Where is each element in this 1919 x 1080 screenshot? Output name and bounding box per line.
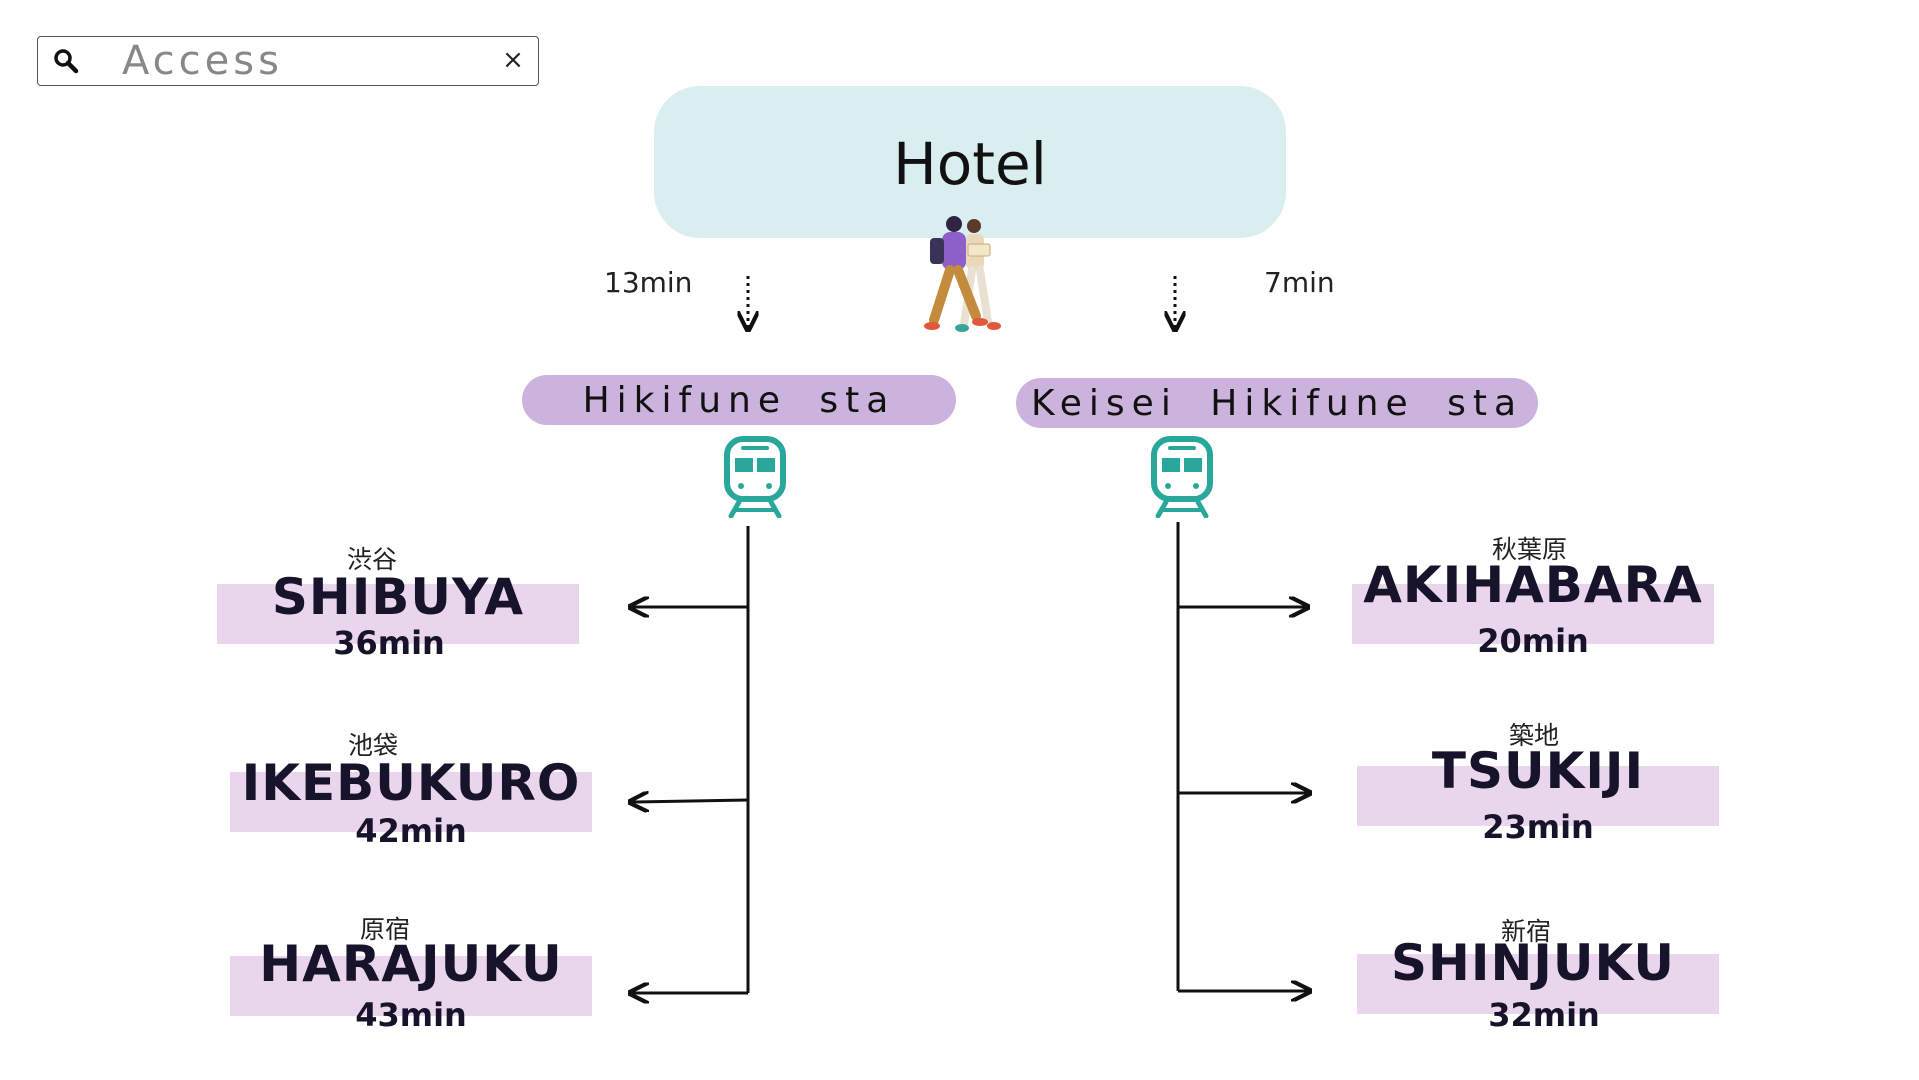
destination-name: TSUKIJI bbox=[1431, 742, 1645, 800]
train-icon bbox=[1151, 436, 1213, 518]
destination-kanji: 池袋 bbox=[348, 731, 399, 760]
destination-bar bbox=[1357, 954, 1719, 1014]
destination-name: AKIHABARA bbox=[1363, 556, 1703, 614]
hotel-label: Hotel bbox=[893, 130, 1047, 198]
arrow-to-ikebukuro bbox=[632, 800, 749, 802]
destination-bar bbox=[230, 956, 592, 1016]
destination-time: 43min bbox=[355, 996, 467, 1034]
destination-name: IKEBUKURO bbox=[241, 754, 581, 812]
walk-time-right: 7min bbox=[1264, 266, 1335, 299]
destination-kanji: 原宿 bbox=[360, 915, 411, 944]
destination-shinjuku: 新宿 SHINJUKU 32min bbox=[1357, 912, 1719, 1042]
close-icon[interactable]: × bbox=[502, 45, 524, 75]
destination-akihabara: 秋葉原 AKIHABARA 20min bbox=[1352, 530, 1714, 660]
destination-time: 20min bbox=[1477, 622, 1589, 660]
destination-harajuku: 原宿 HARAJUKU 43min bbox=[230, 910, 592, 1040]
destination-kanji: 新宿 bbox=[1501, 917, 1552, 946]
walk-time-left: 13min bbox=[604, 266, 693, 299]
destination-time: 42min bbox=[355, 812, 467, 850]
destination-kanji: 築地 bbox=[1509, 721, 1560, 750]
hotel-box: Hotel bbox=[654, 86, 1286, 238]
search-input[interactable] bbox=[122, 43, 482, 79]
destination-bar bbox=[230, 772, 592, 832]
destination-time: 36min bbox=[333, 624, 445, 662]
destination-bar bbox=[1357, 766, 1719, 826]
train-icon bbox=[724, 436, 786, 518]
destination-name: HARAJUKU bbox=[259, 935, 563, 993]
destination-time: 23min bbox=[1482, 808, 1594, 846]
destination-name: SHIBUYA bbox=[271, 568, 525, 626]
search-icon[interactable] bbox=[52, 47, 80, 75]
walking-travelers-icon bbox=[924, 216, 1001, 332]
station-right: Keisei Hikifune sta bbox=[1016, 378, 1538, 428]
destination-name: SHINJUKU bbox=[1391, 934, 1675, 992]
destination-ikebukuro: 池袋 IKEBUKURO 42min bbox=[230, 726, 592, 856]
destination-tsukiji: 築地 TSUKIJI 23min bbox=[1357, 716, 1719, 846]
destination-kanji: 渋谷 bbox=[347, 545, 398, 574]
destination-kanji: 秋葉原 bbox=[1492, 535, 1568, 564]
destination-bar bbox=[1352, 584, 1714, 644]
destination-bar bbox=[217, 584, 579, 644]
destination-time: 32min bbox=[1488, 996, 1600, 1034]
search-box[interactable]: × bbox=[37, 36, 539, 86]
station-left: Hikifune sta bbox=[522, 375, 956, 425]
destination-shibuya: 渋谷 SHIBUYA 36min bbox=[217, 540, 579, 670]
